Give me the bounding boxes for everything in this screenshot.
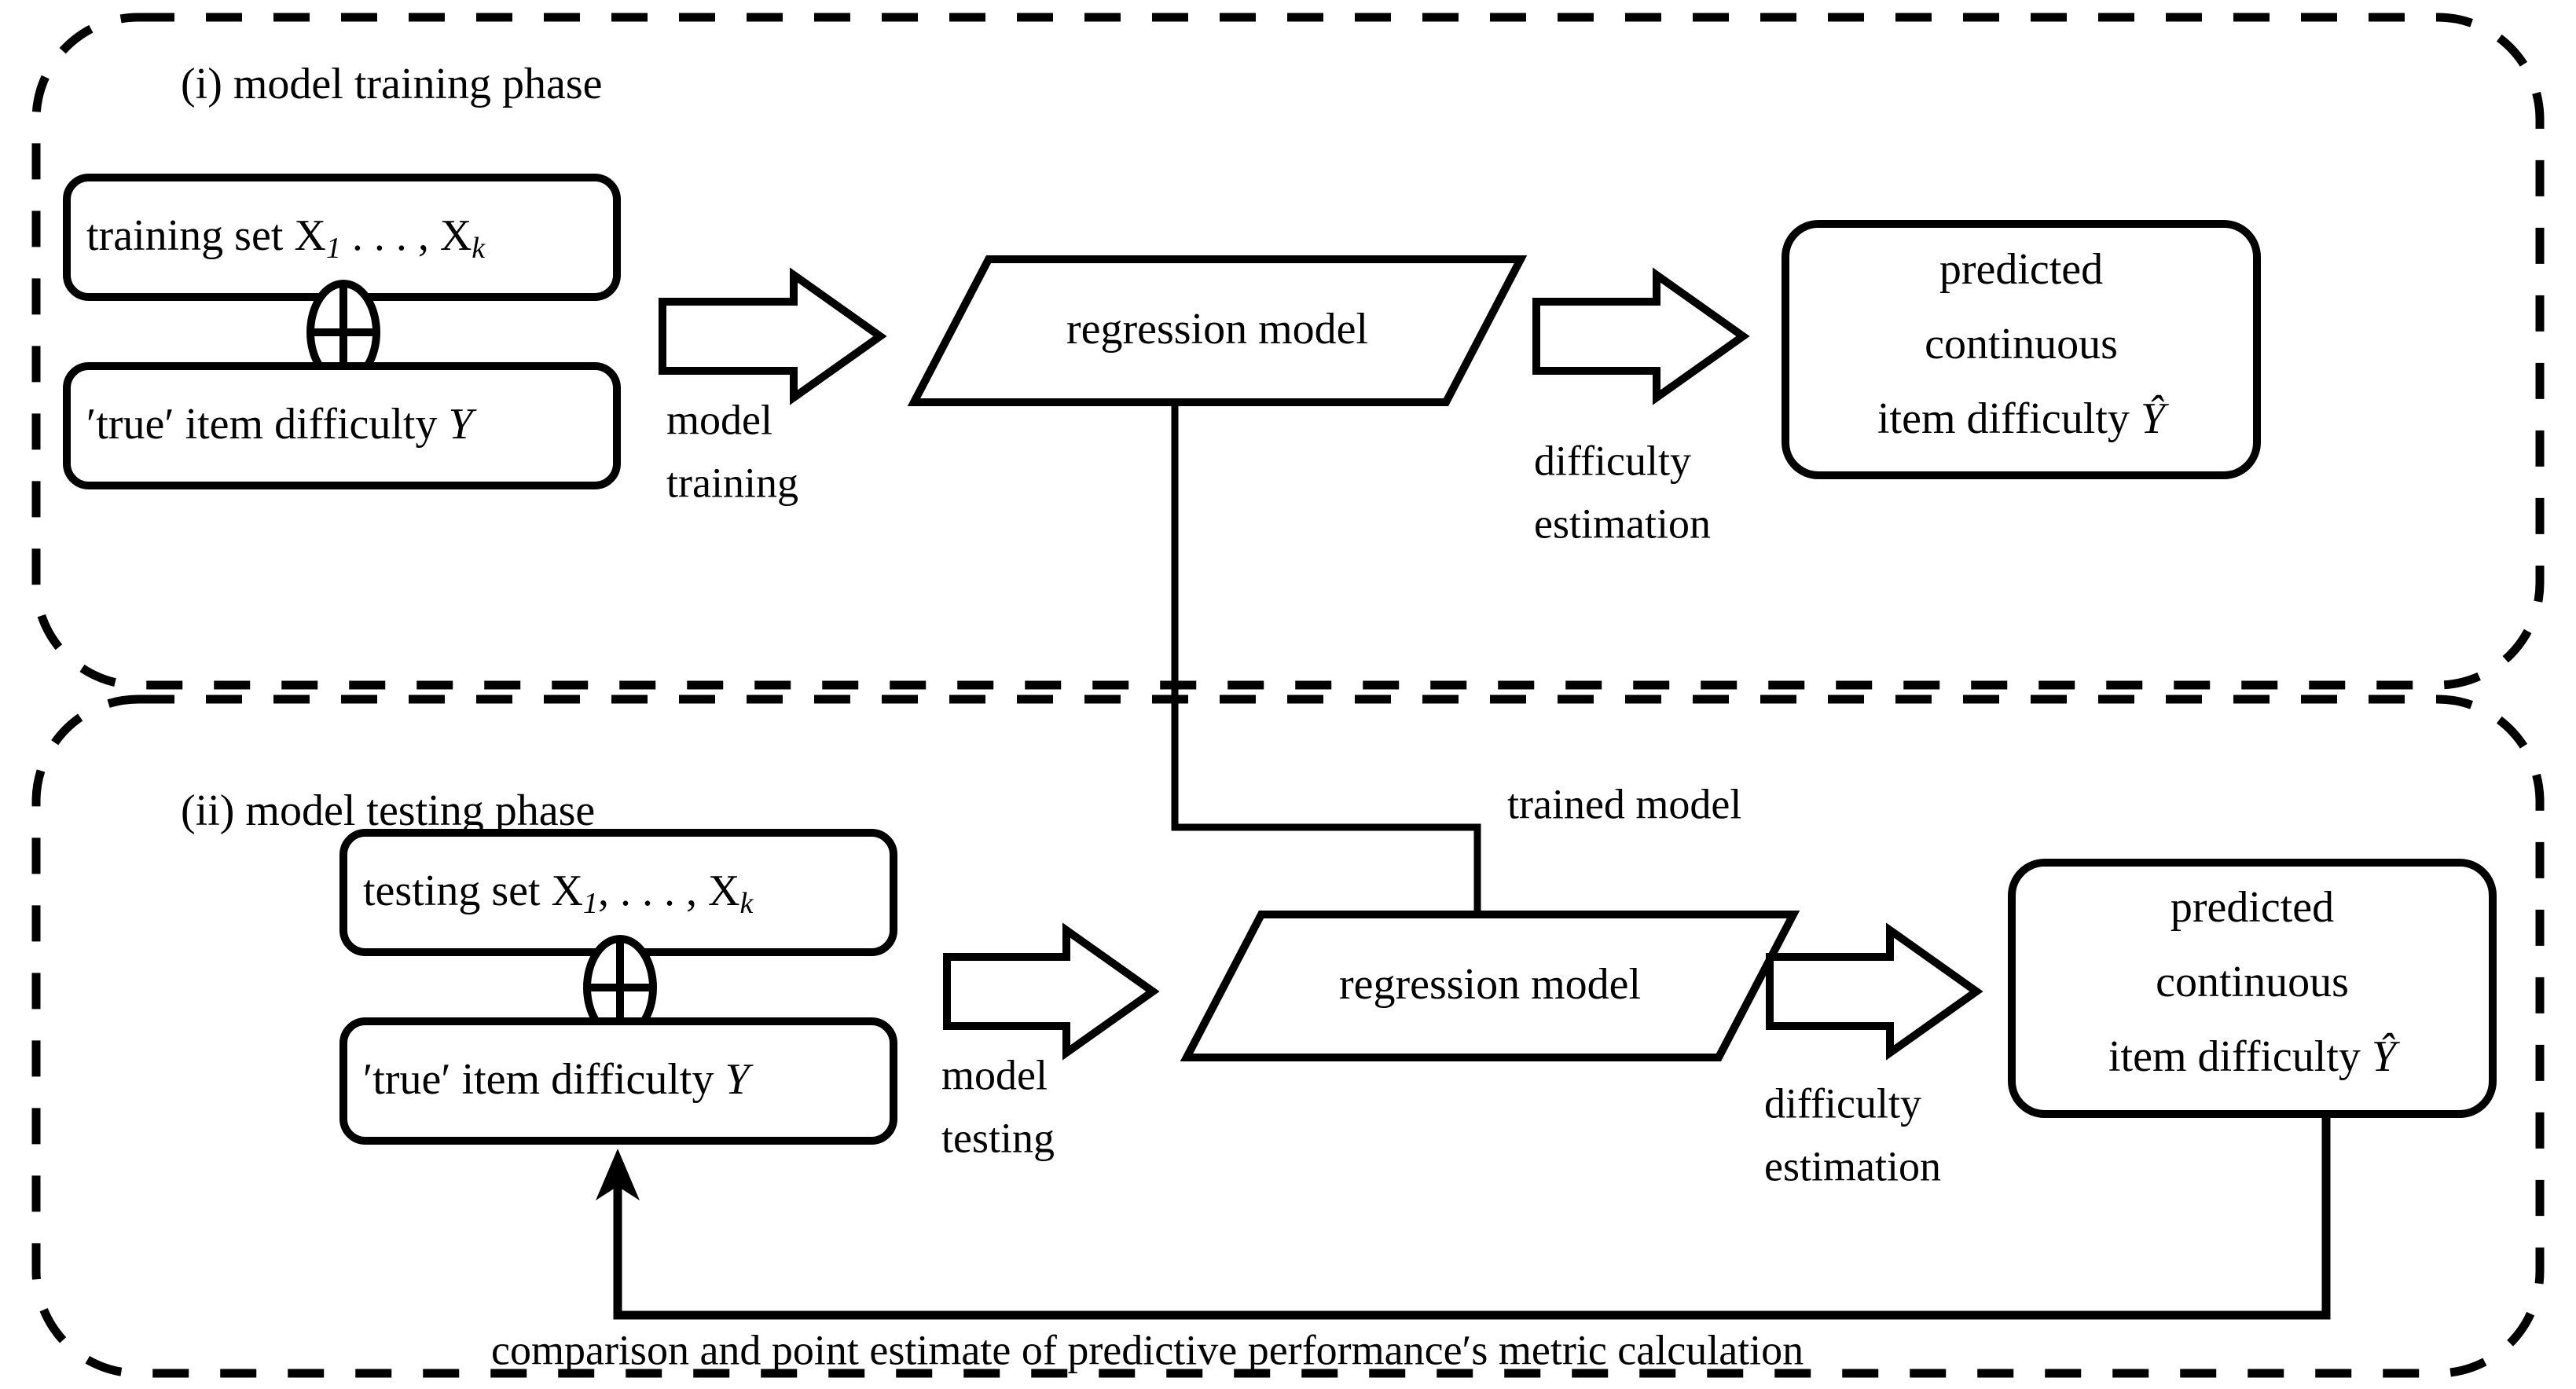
testing-predicted-line2: continuous	[2156, 958, 2349, 1006]
difficulty-estimation-arrow-icon-bottom	[1766, 922, 1983, 1061]
feedback-loop-arrowhead-icon	[596, 1149, 640, 1200]
training-true-difficulty-label: ′true′ item difficulty Y	[86, 400, 477, 449]
training-predicted-line3: item difficulty Ŷ	[1877, 394, 2170, 443]
testing-predicted-line1: predicted	[2171, 883, 2334, 932]
difficulty-estimation-label-top-line1: difficulty	[1534, 437, 1691, 484]
training-regression-model-shape	[907, 255, 1528, 406]
testing-regression-model-shape	[1180, 911, 1800, 1061]
model-training-label-line1: model	[666, 396, 772, 443]
model-testing-label-line2: testing	[941, 1114, 1055, 1161]
training-predicted-output-box	[1782, 220, 2261, 479]
testing-regression-model-label: regression model	[1339, 960, 1641, 1009]
training-true-difficulty-box	[63, 362, 621, 489]
training-regression-model-label: regression model	[1066, 305, 1368, 354]
testing-phase-container	[31, 694, 2545, 1378]
feedback-loop-connector	[613, 1114, 2331, 1320]
testing-predicted-output-box	[2008, 859, 2497, 1118]
trained-model-label: trained model	[1507, 780, 1741, 827]
testing-true-difficulty-label: ′true′ item difficulty Y	[363, 1055, 754, 1104]
training-phase-container	[31, 13, 2545, 690]
model-training-arrow-icon	[659, 267, 887, 405]
trained-model-connector	[1171, 402, 1481, 970]
feedback-loop-label: comparison and point estimate of predict…	[491, 1326, 1804, 1373]
difficulty-estimation-label-top-line2: estimation	[1534, 500, 1711, 547]
testing-set-label: testing set X1, . . . , Xk	[363, 867, 754, 920]
oplus-icon	[306, 280, 380, 385]
training-phase-label: (i) model training phase	[181, 60, 603, 108]
training-predicted-line2: continuous	[1925, 320, 2118, 368]
testing-true-difficulty-box	[339, 1017, 897, 1145]
difficulty-estimation-arrow-icon-top	[1532, 267, 1750, 405]
model-training-label-line2: training	[666, 459, 798, 506]
difficulty-estimation-label-bottom-line1: difficulty	[1764, 1079, 1921, 1127]
difficulty-estimation-label-bottom-line2: estimation	[1764, 1142, 1941, 1189]
model-testing-label-line1: model	[941, 1051, 1048, 1098]
training-predicted-line1: predicted	[1939, 245, 2103, 294]
testing-phase-label: (ii) model testing phase	[181, 786, 595, 835]
testing-predicted-line3: item difficulty Ŷ	[2108, 1032, 2401, 1081]
model-testing-arrow-icon	[943, 922, 1160, 1061]
training-set-label: training set X1 . . . , Xk	[86, 211, 486, 265]
